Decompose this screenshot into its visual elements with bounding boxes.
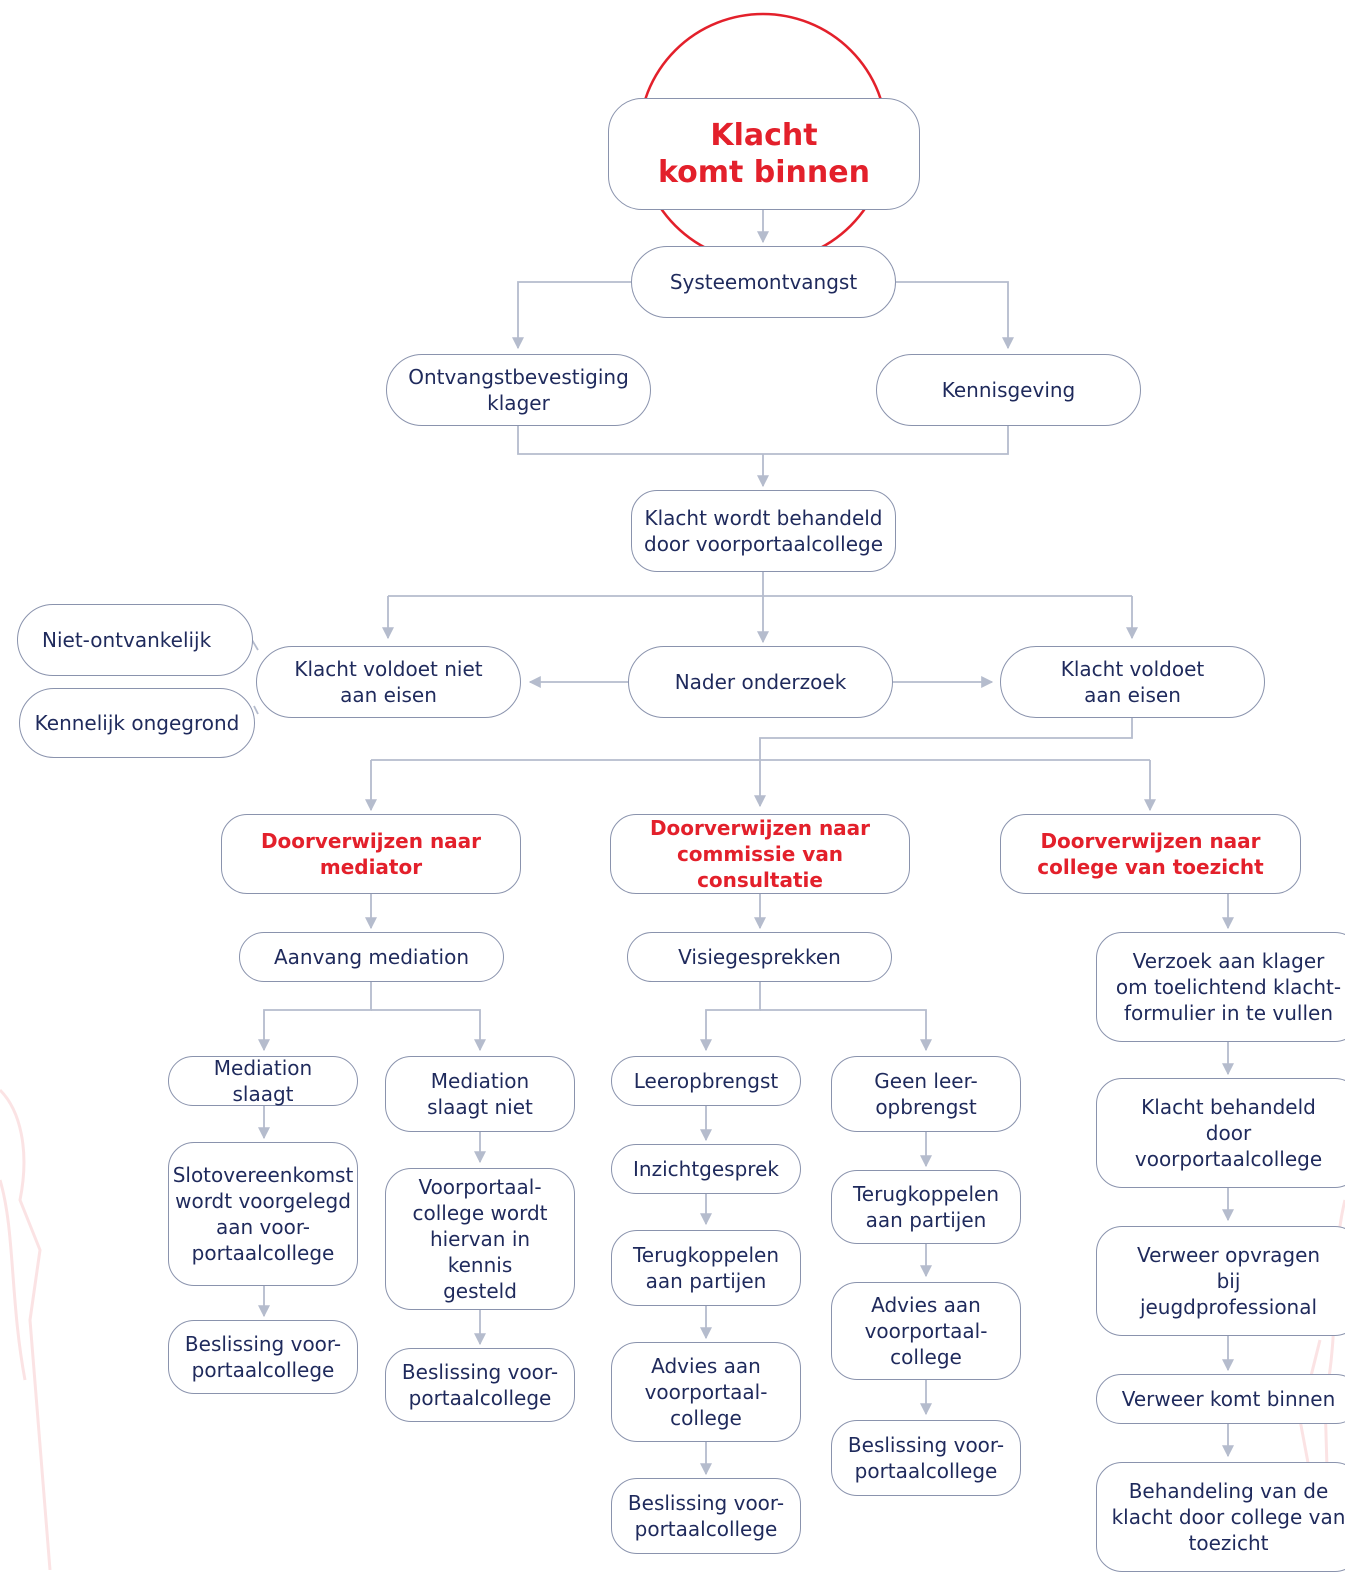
- node-advies-geen-leeropbrengst: Advies aan voorportaal- college: [831, 1282, 1021, 1380]
- node-beslissing-mediation-slaagt: Beslissing voor- portaalcollege: [168, 1320, 358, 1394]
- node-leeropbrengst: Leeropbrengst: [611, 1056, 801, 1106]
- node-advies-leeropbrengst: Advies aan voorportaal- college: [611, 1342, 801, 1442]
- node-mediation-slaagt-niet: Mediation slaagt niet: [385, 1056, 575, 1132]
- node-doorverwijzen-mediator: Doorverwijzen naar mediator: [221, 814, 521, 894]
- node-klacht-behandeld-voorportaal: Klacht behandeld door voorportaalcollege: [1096, 1078, 1345, 1188]
- node-voorportaal-kennis: Voorportaal- college wordt hiervan in ke…: [385, 1168, 575, 1310]
- node-terugkoppelen-leeropbrengst: Terugkoppelen aan partijen: [611, 1230, 801, 1306]
- node-aanvang-mediation: Aanvang mediation: [239, 932, 504, 982]
- node-beslissing-mediation-slaagt-niet: Beslissing voor- portaalcollege: [385, 1348, 575, 1422]
- node-niet-ontvankelijk: Niet-ontvankelijk: [17, 604, 253, 676]
- node-verweer-opvragen: Verweer opvragen bij jeugdprofessional: [1096, 1226, 1345, 1336]
- node-kennelijk-ongegrond: Kennelijk ongegrond: [19, 688, 255, 758]
- node-inzichtgesprek: Inzichtgesprek: [611, 1144, 801, 1194]
- node-doorverwijzen-toezicht: Doorverwijzen naar college van toezicht: [1000, 814, 1301, 894]
- node-kennisgeving: Kennisgeving: [876, 354, 1141, 426]
- node-visiegesprekken: Visiegesprekken: [627, 932, 892, 982]
- node-klacht-voldoet-niet: Klacht voldoet niet aan eisen: [256, 646, 521, 718]
- node-verweer-komt-binnen: Verweer komt binnen: [1096, 1374, 1345, 1424]
- node-geen-leeropbrengst: Geen leer- opbrengst: [831, 1056, 1021, 1132]
- node-mediation-slaagt: Mediation slaagt: [168, 1056, 358, 1106]
- node-klacht-voldoet: Klacht voldoet aan eisen: [1000, 646, 1265, 718]
- node-nader-onderzoek: Nader onderzoek: [628, 646, 893, 718]
- node-slotovereenkomst: Slotovereenkomst wordt voorgelegd aan vo…: [168, 1142, 358, 1286]
- node-behandeling-toezicht: Behandeling van de klacht door college v…: [1096, 1462, 1345, 1572]
- node-beslissing-leeropbrengst: Beslissing voor- portaalcollege: [611, 1478, 801, 1554]
- node-doorverwijzen-commissie: Doorverwijzen naar commissie van consult…: [610, 814, 910, 894]
- node-klacht-wordt-behandeld: Klacht wordt behandeld door voorportaalc…: [631, 490, 896, 572]
- connectors: [251, 210, 1234, 1476]
- node-verzoek-klager: Verzoek aan klager om toelichtend klacht…: [1096, 932, 1345, 1042]
- node-terugkoppelen-geen-leeropbrengst: Terugkoppelen aan partijen: [831, 1170, 1021, 1244]
- node-klacht-komt-binnen: Klacht komt binnen: [608, 98, 920, 210]
- node-systeemontvangst: Systeemontvangst: [631, 246, 896, 318]
- node-beslissing-geen-leeropbrengst: Beslissing voor- portaalcollege: [831, 1420, 1021, 1496]
- node-ontvangstbevestiging: Ontvangstbevestiging klager: [386, 354, 651, 426]
